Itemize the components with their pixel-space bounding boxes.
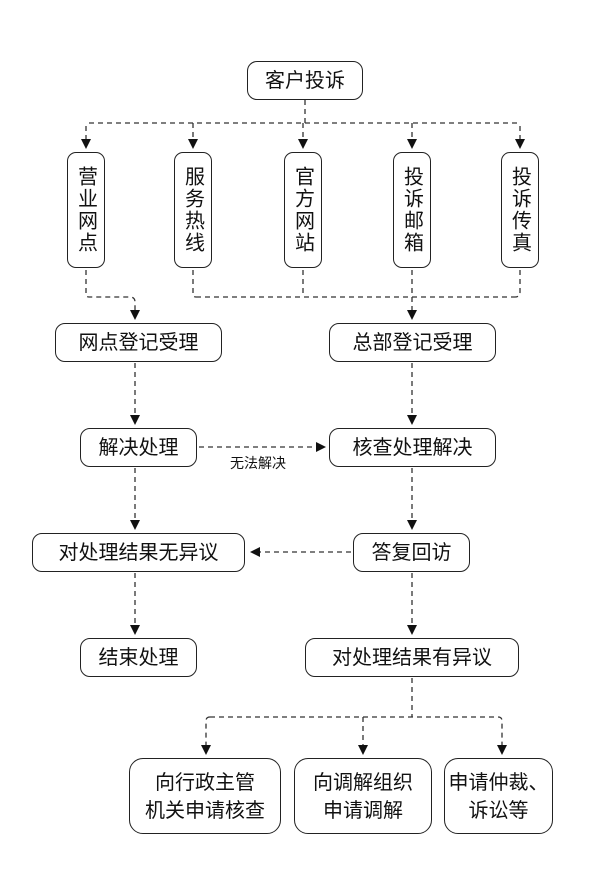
node-outcome-administrative-review: 向行政主管 机关申请核查 [129, 758, 281, 834]
node-channel-complaint-fax: 投诉传真 [501, 152, 539, 268]
node-follow-up: 答复回访 [353, 533, 470, 572]
node-objection: 对处理结果有异议 [305, 638, 519, 677]
node-no-objection: 对处理结果无异议 [32, 533, 245, 572]
node-outcome-arbitration-litigation: 申请仲裁、 诉讼等 [444, 758, 553, 834]
edge-channel5-down [514, 270, 521, 298]
node-channel-official-website: 官方网站 [284, 152, 322, 268]
edge-channel1-to-branch [85, 270, 140, 320]
node-channel-business-outlet: 营业网点 [67, 152, 105, 268]
edge-channel2-down [192, 270, 197, 298]
node-channel-complaint-email: 投诉邮箱 [393, 152, 431, 268]
node-branch-resolve: 解决处理 [80, 428, 197, 467]
node-end-process: 结束处理 [80, 638, 197, 677]
node-hq-register: 总部登记受理 [329, 323, 496, 362]
node-outcome-mediation: 向调解组织 申请调解 [294, 758, 432, 834]
edge-to-outcome-3 [497, 716, 507, 755]
node-hq-verify-resolve: 核查处理解决 [329, 428, 496, 467]
node-channel-service-hotline: 服务热线 [174, 152, 212, 268]
edge-label-unresolved: 无法解决 [230, 456, 286, 472]
node-customer-complaint: 客户投诉 [247, 61, 363, 100]
node-branch-register: 网点登记受理 [55, 323, 222, 362]
edge-to-outcome-1 [201, 716, 211, 755]
